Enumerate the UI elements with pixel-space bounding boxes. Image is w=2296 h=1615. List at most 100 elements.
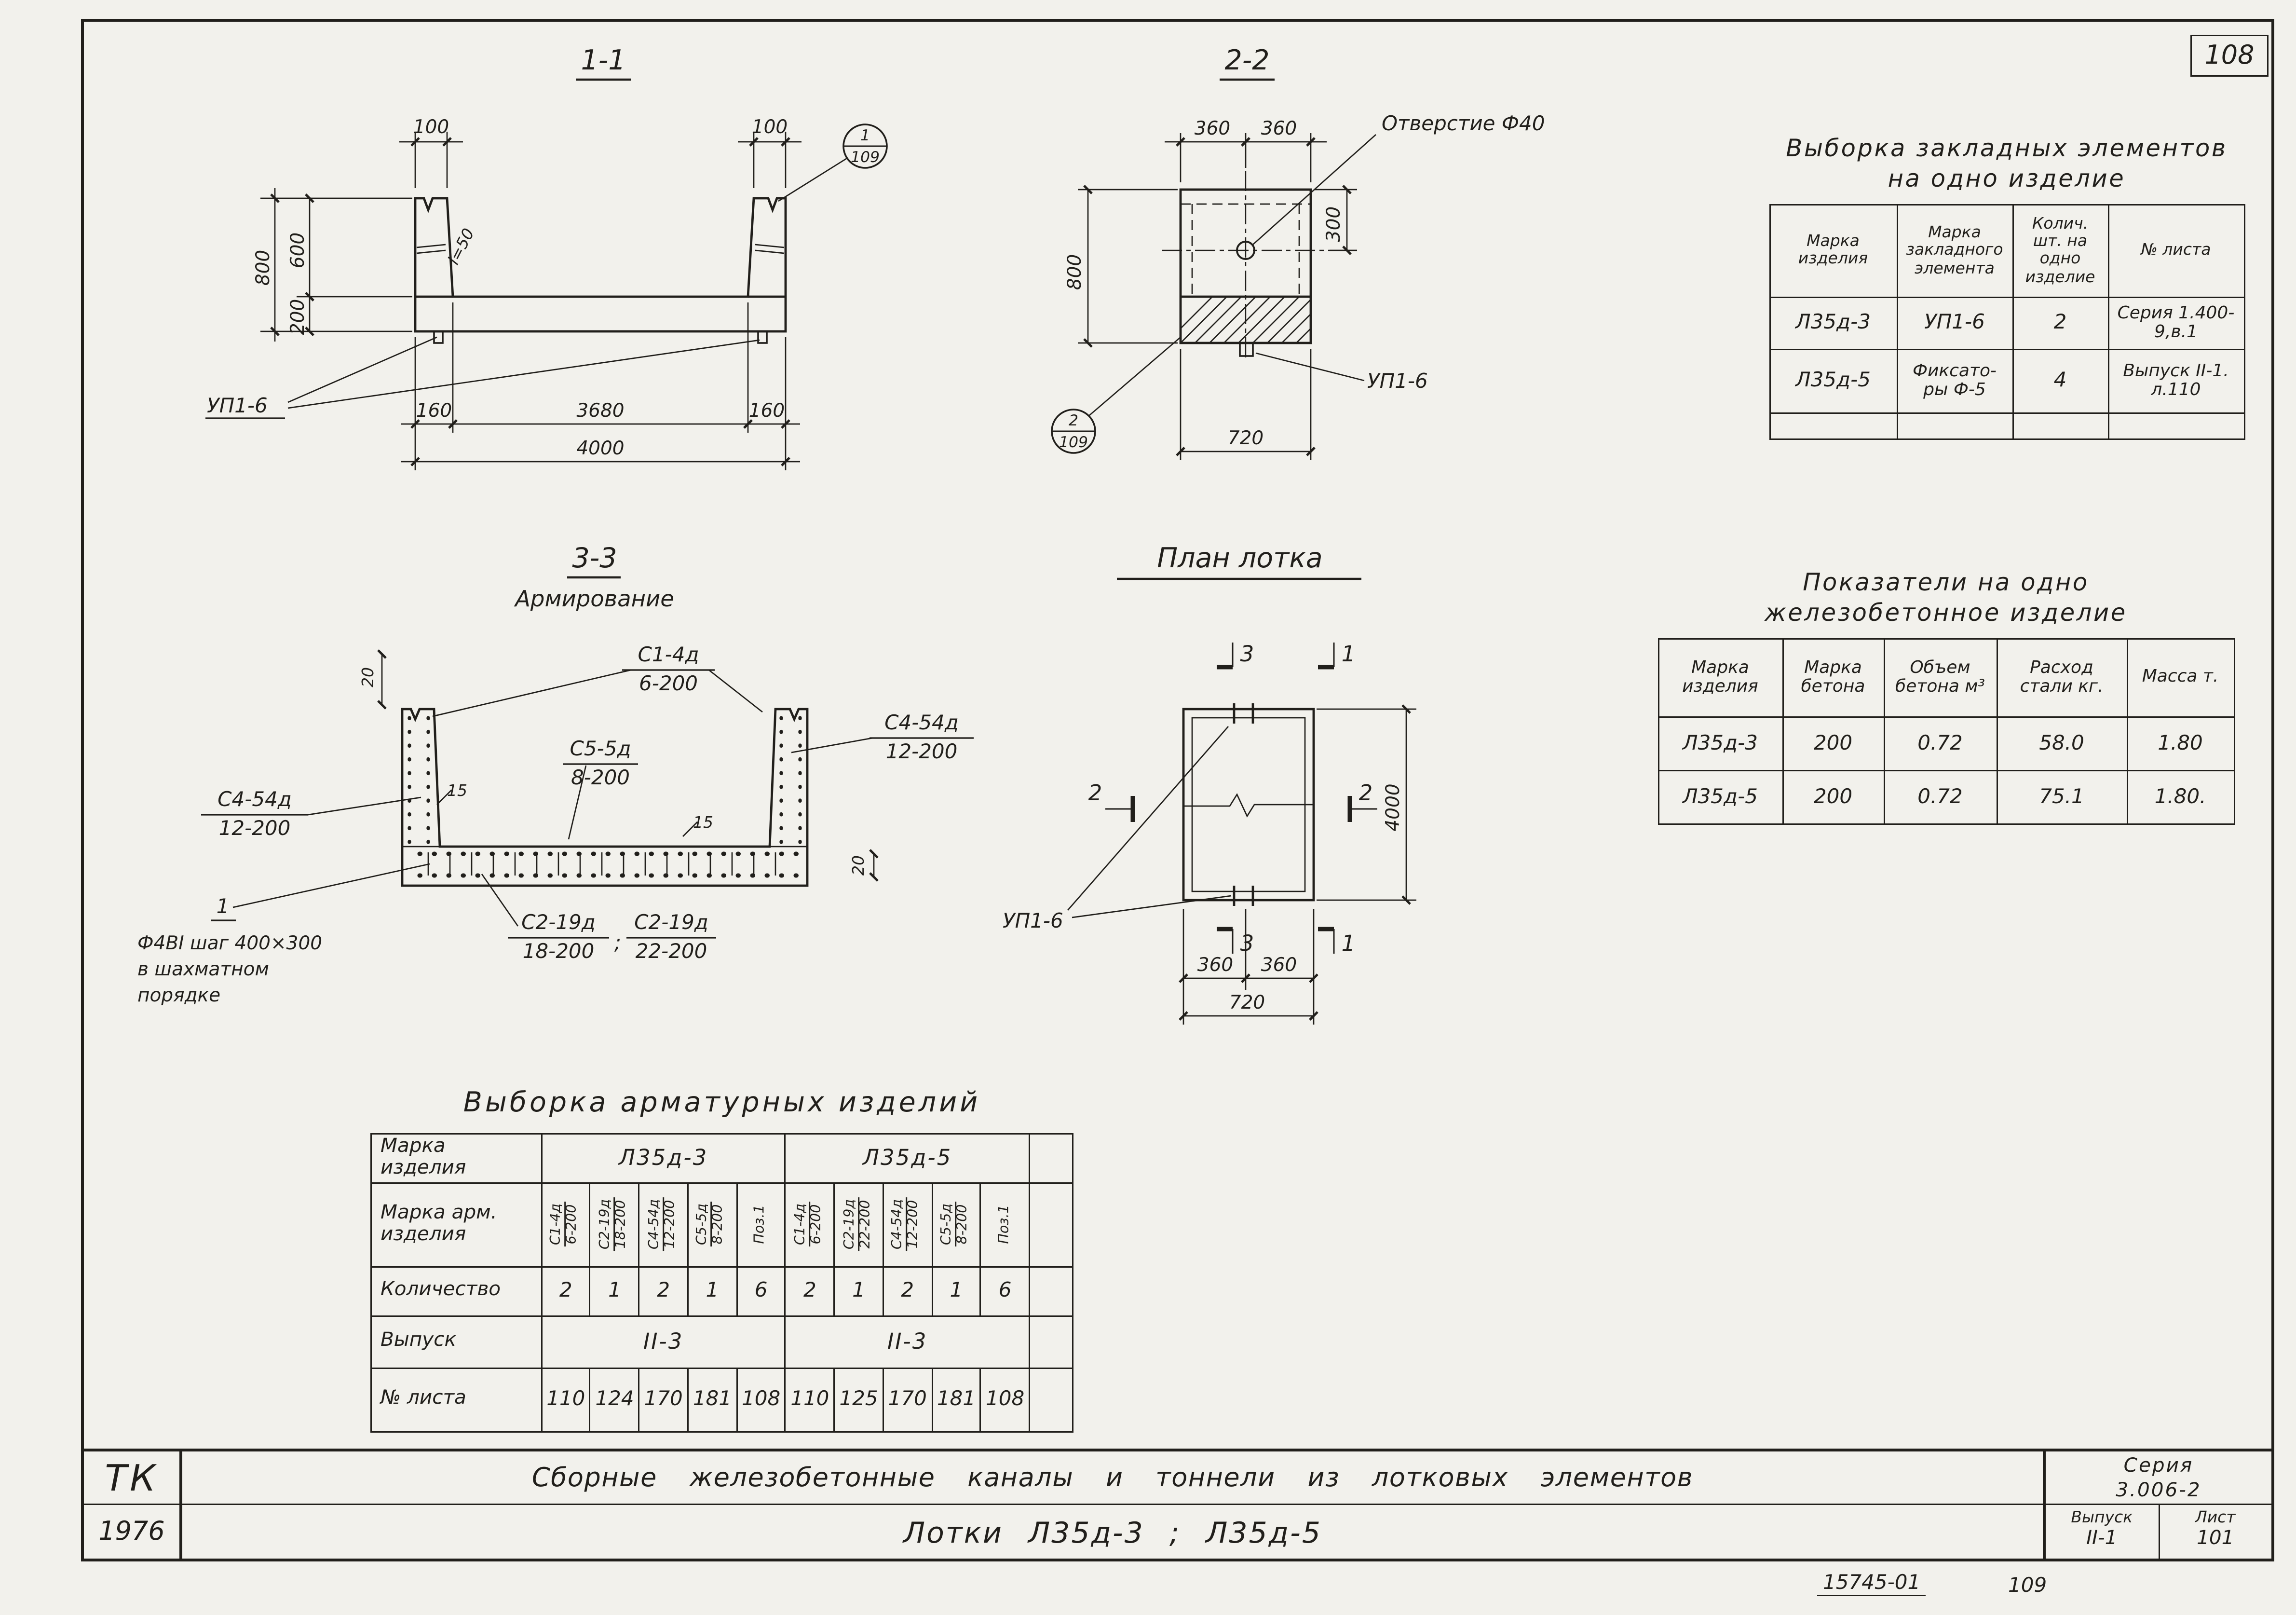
indicators-block: Показатели на одно железобетонное издели… <box>1657 567 2235 825</box>
dim-160-right: 160 <box>749 400 785 422</box>
indicators-title-1: Показатели на одно <box>1803 569 2089 596</box>
embedded-elements-table: Марка изделия Марка закладного элемента … <box>1768 204 2245 440</box>
rebar-c2b-mark: С2-19д <box>634 910 708 934</box>
t3-qty-cell: 2 <box>882 1266 933 1317</box>
rebar-c4l-mark: С4-54д <box>217 787 292 811</box>
series-value: 3.006-2 <box>2116 1478 2201 1502</box>
cut-marker-2-left: 2 <box>1088 780 1102 806</box>
embed-label-up16-plan: УП1-6 <box>1003 909 1063 932</box>
t2-cell: 200 <box>1781 769 1885 825</box>
dim-800-2: 800 <box>1064 254 1086 290</box>
embed-pin-bottom <box>1239 342 1254 357</box>
t2-cell: 0.72 <box>1883 769 1997 825</box>
t3-rowheader: № листа <box>370 1367 543 1433</box>
callout-1-sheet: 109 <box>851 149 880 166</box>
bottom-codes: 15745-01 109 <box>0 1569 2296 1606</box>
t1-cell: Выпуск II-1. л.110 <box>2107 348 2245 414</box>
embed-pin-left <box>433 330 444 344</box>
t3-empty-cell <box>1029 1315 1073 1369</box>
note-line-3: порядке <box>137 985 220 1006</box>
dim-800: 800 <box>252 250 274 286</box>
t2-header-cell: Объем бетона м³ <box>1883 638 1997 718</box>
dim-3680: 3680 <box>576 400 624 422</box>
t3-rowheader: Количество <box>370 1266 543 1317</box>
cut-marker-3-top: 3 <box>1240 641 1254 667</box>
t3-qty-cell: 2 <box>785 1266 835 1317</box>
t3-issue-cell: II-3 <box>785 1315 1031 1369</box>
t1-header-cell: Марка изделия <box>1768 204 1898 298</box>
year-label: 1976 <box>98 1517 165 1547</box>
indicators-title-2: железобетонное изделие <box>1765 600 2127 628</box>
t3-empty-cell <box>1029 1367 1073 1433</box>
stamp-page: 109 <box>2008 1574 2047 1598</box>
sheet-label: Лист <box>2195 1508 2236 1527</box>
section-1-1-title: 1-1 <box>581 44 625 76</box>
stamp-code: 15745-01 <box>1817 1572 1927 1596</box>
sheet-value: 101 <box>2197 1527 2234 1550</box>
cut-marker-2-right: 2 <box>1359 780 1373 806</box>
hole-f40 <box>1236 241 1255 260</box>
t3-qty-cell: 1 <box>931 1266 982 1317</box>
section-3-3-drawing: 3-3 Армирование С1-4д 6-200 С5-5д 8-200 … <box>137 542 974 1006</box>
t1-cell: УП1-6 <box>1896 296 2013 350</box>
rebar-block: Выборка арматурных изделий Марка изделия… <box>370 1085 1073 1433</box>
section-3-3-subtitle: Армирование <box>514 586 674 612</box>
series-label: Серия <box>2123 1454 2194 1478</box>
rebar-separator: ; <box>614 931 621 954</box>
t1-cell: 2 <box>2011 296 2109 350</box>
drawing-subtitle: Лотки Л35д-3 ; Л35д-5 <box>903 1514 1322 1549</box>
t1-cell: 4 <box>2011 348 2109 414</box>
dim-20-top: 20 <box>358 667 377 687</box>
rebar-c4r-step: 12-200 <box>886 739 958 763</box>
embedded-elements-block: Выборка закладных элементов на одно изде… <box>1768 133 2245 440</box>
title-block-org-column: ТК 1976 <box>84 1451 182 1559</box>
t3-product-name: Л35д-3 <box>541 1133 787 1184</box>
t1-empty-cell <box>1768 412 1898 440</box>
t3-qty-cell: 2 <box>541 1266 591 1317</box>
t3-product-name: Л35д-5 <box>785 1133 1031 1184</box>
dim-300: 300 <box>1323 206 1345 242</box>
rebar-c2a-mark: С2-19д <box>521 910 596 934</box>
embedded-elements-title-2: на одно изделие <box>1888 165 2126 193</box>
sheet-cell: Лист 101 <box>2160 1505 2272 1559</box>
title-block: ТК 1976 Сборные железобетонные каналы и … <box>84 1449 2271 1559</box>
dim-160-left: 160 <box>416 400 452 422</box>
t2-header-cell: Расход стали кг. <box>1996 638 2128 718</box>
rebar-c4r-mark: С4-54д <box>884 711 959 734</box>
dim-360-left: 360 <box>1195 118 1230 139</box>
t3-sheet-cell: 170 <box>882 1367 933 1433</box>
note-line-2: в шахматном <box>137 958 269 980</box>
issue-value: II-1 <box>2086 1527 2118 1550</box>
plan-title: План лотка <box>1157 542 1322 574</box>
t1-cell: Фиксато-ры Ф-5 <box>1896 348 2013 414</box>
t1-empty-cell <box>2107 412 2245 440</box>
rebar-c2b-step: 22-200 <box>636 939 707 963</box>
dim-360-plan-left: 360 <box>1197 954 1233 976</box>
t3-qty-cell: 1 <box>833 1266 884 1317</box>
dim-200: 200 <box>287 299 309 335</box>
t2-cell: 200 <box>1781 716 1885 771</box>
rebar-c5-step: 8-200 <box>571 766 630 789</box>
cut-marker-3-bottom: 3 <box>1240 931 1254 956</box>
t2-header-cell: Марка бетона <box>1781 638 1885 718</box>
t1-empty-cell <box>1896 412 2013 440</box>
dim-15-left: 15 <box>447 781 467 800</box>
embed-pin-right <box>757 330 768 344</box>
t3-sheet-cell: 124 <box>589 1367 640 1433</box>
embedded-elements-title-1: Выборка закладных элементов <box>1786 135 2228 162</box>
cut-marker-1-top: 1 <box>1342 641 1356 667</box>
t2-header-cell: Масса т. <box>2126 638 2235 718</box>
callout-2-number: 2 <box>1069 412 1078 429</box>
t3-sheet-cell: 108 <box>980 1367 1031 1433</box>
dim-600: 600 <box>287 233 309 268</box>
dim-4000-plan: 4000 <box>1382 783 1404 831</box>
t3-empty-cell <box>1029 1266 1073 1317</box>
t1-cell: Л35д-3 <box>1768 296 1898 350</box>
t3-empty-cell <box>1029 1182 1073 1268</box>
embed-label-up16-2: УП1-6 <box>1367 369 1428 393</box>
t2-cell: Л35д-5 <box>1657 769 1783 825</box>
